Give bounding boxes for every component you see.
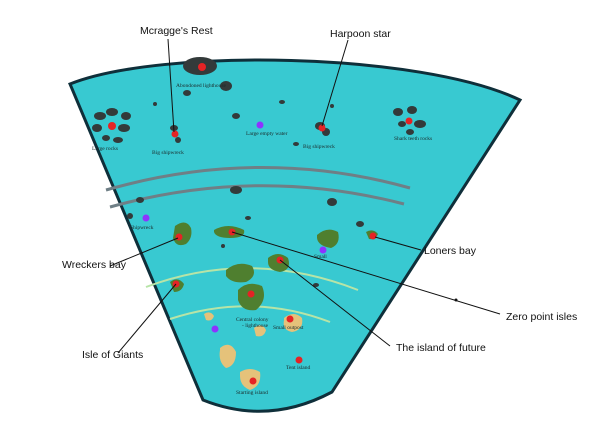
depth-band-gray-1 (105, 166, 411, 192)
callout-labels: Mcragge's Rest Harpoon star Loners bay W… (62, 25, 577, 361)
marker-small (319, 246, 327, 254)
inner-labels: Abondoned lighthouse Large rocks Big shi… (92, 83, 432, 396)
label-big-shipwreck-right: Big shipwreck (303, 144, 335, 150)
label-shipwreck: Shipwreck (130, 225, 154, 231)
marker-large-empty-water (256, 121, 264, 129)
callout-zero-point-isles: Zero point isles (506, 311, 577, 323)
marker-large-rocks (108, 122, 116, 130)
callout-isle-of-giants: Isle of Giants (82, 349, 143, 361)
marker-colony-purple (211, 325, 219, 333)
marker-wreckers-bay (175, 233, 183, 241)
label-central-colony: Central colony (236, 317, 269, 323)
callout-loners-bay: Loners bay (424, 245, 477, 257)
marker-central-colony (247, 290, 255, 298)
label-large-empty-water: Large empty water (246, 131, 288, 137)
label-tent-island: Tent island (286, 365, 310, 371)
sea-area (68, 58, 523, 413)
marker-mcragges-rest (171, 130, 179, 138)
label-big-shipwreck-left: Big shipwreck (152, 150, 184, 156)
zero-point-dot (454, 298, 458, 302)
marker-starting-island (249, 377, 257, 385)
label-large-rocks: Large rocks (92, 146, 118, 152)
callout-wreckers-bay: Wreckers bay (62, 259, 127, 271)
marker-tent-island (295, 356, 303, 364)
callout-mcragges-rest: Mcragge's Rest (140, 25, 213, 37)
marker-shipwreck (142, 214, 150, 222)
label-starting-island: Starting island (236, 390, 268, 396)
marker-harpoon-star (318, 124, 326, 132)
callout-harpoon-star: Harpoon star (330, 28, 391, 40)
label-small-outpost: Small outpost (273, 325, 304, 331)
marker-small-outpost (286, 315, 294, 323)
label-central-lighthouse: - lighthouse (242, 323, 269, 329)
label-small: Small (314, 254, 327, 260)
label-shark-teeth-rocks: Shark teeth rocks (394, 136, 432, 142)
callout-the-island-of-future: The island of future (396, 342, 486, 354)
marker-shark-teeth-rocks (405, 117, 413, 125)
depth-band-gray-2 (109, 184, 405, 209)
label-abandoned-lighthouse: Abondoned lighthouse (176, 83, 227, 89)
rocks-cluster (92, 57, 426, 287)
marker-loners-bay (369, 232, 377, 240)
marker-abandoned-lighthouse (198, 63, 206, 71)
